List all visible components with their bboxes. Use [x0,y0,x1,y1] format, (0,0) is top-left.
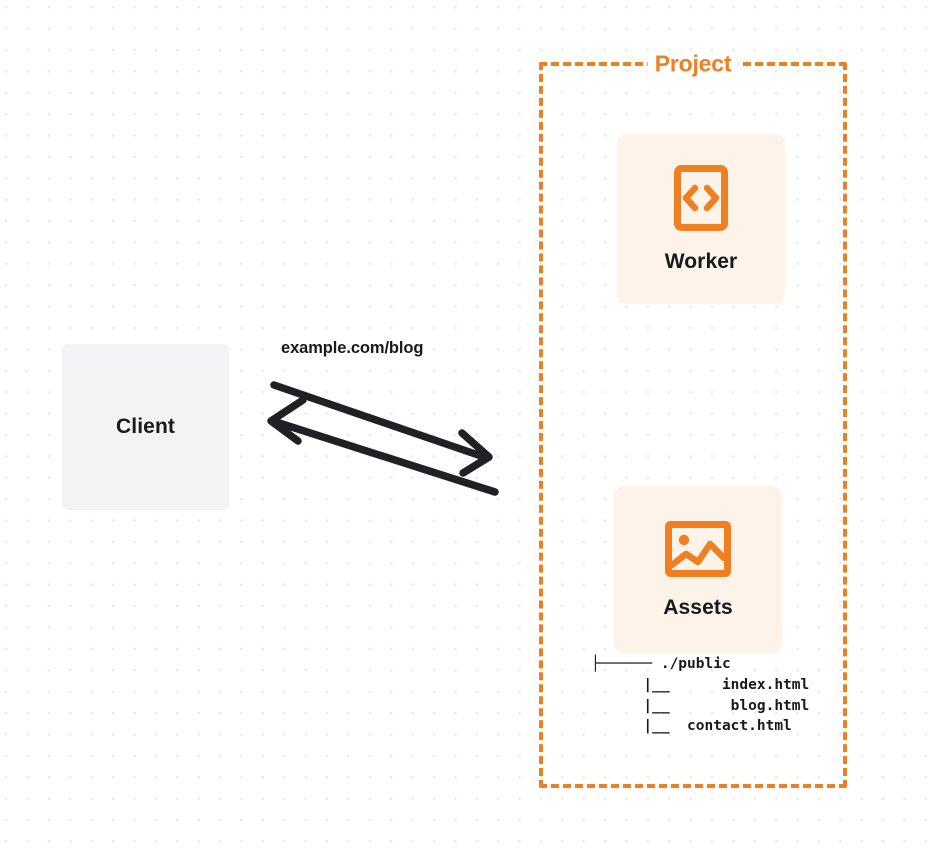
request-arrow [270,381,493,477]
file-tree-line-root: ├────── ./public [591,656,731,672]
file-tree-line-blog: |__ blog.html [591,697,810,714]
worker-card-label: Worker [664,250,738,273]
response-arrow [267,396,499,496]
assets-card[interactable]: Assets [614,486,782,653]
image-icon [664,520,732,578]
assets-file-tree: ├────── ./public |__ index.html |__ blog… [591,654,809,737]
project-title: Project [647,52,739,76]
file-tree-line-index: |__ index.html [591,676,810,693]
file-tree-line-contact: |__ contact.html [591,718,792,735]
worker-card[interactable]: Worker [617,134,785,304]
code-brackets-icon [673,164,729,232]
assets-card-label: Assets [663,595,733,619]
connection-url-label: example.com/blog [281,339,424,357]
client-node[interactable]: Client [62,344,229,510]
project-container: Project Worker Assets [539,52,847,788]
client-label: Client [116,415,175,438]
